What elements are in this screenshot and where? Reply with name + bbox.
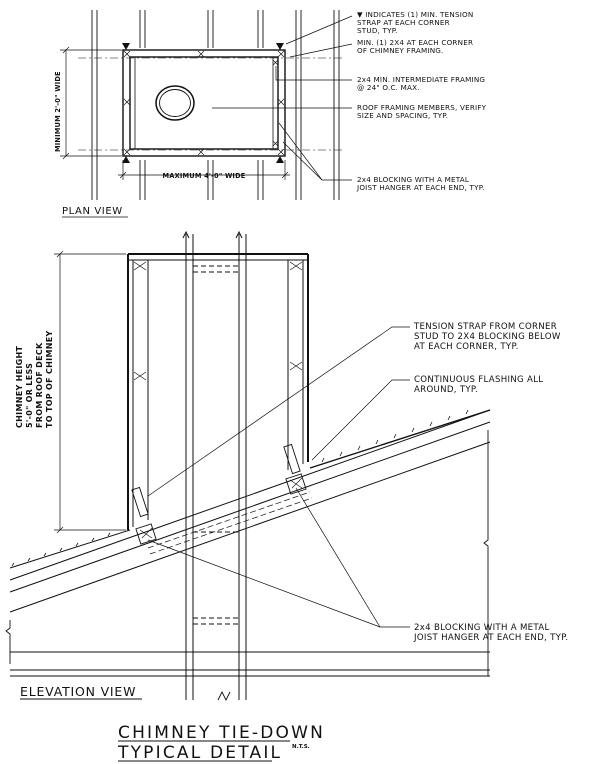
chimney-framing-outline (122, 49, 286, 157)
svg-text:STUD TO 2X4 BLOCKING BELOW: STUD TO 2X4 BLOCKING BELOW (414, 332, 561, 342)
ceiling-joists (10, 651, 490, 677)
elevation-dim-height-line3: FROM ROOF DECK (35, 342, 44, 428)
elevation-note-flashing: CONTINUOUS FLASHING ALL AROUND, TYP. (414, 375, 543, 395)
svg-text:@ 24" O.C. MAX.: @ 24" O.C. MAX. (357, 83, 420, 92)
plan-note-corner-2x4: MIN. (1) 2X4 AT EACH CORNER OF CHIMNEY F… (357, 38, 473, 55)
svg-text:TENSION STRAP FROM CORNER: TENSION STRAP FROM CORNER (413, 322, 557, 332)
svg-text:JOIST HANGER AT EACH END, TYP.: JOIST HANGER AT EACH END, TYP. (413, 633, 568, 643)
dimension-width (60, 46, 122, 160)
flue-pipe (182, 230, 247, 700)
plan-note-blocking: 2x4 BLOCKING WITH A METAL JOIST HANGER A… (356, 175, 485, 192)
plan-note-tension-strap: ▼ INDICATES (1) MIN. TENSION STRAP AT EA… (357, 10, 473, 35)
plan-dim-length-label: MAXIMUM 4'-0" WIDE (163, 172, 246, 180)
svg-text:AROUND, TYP.: AROUND, TYP. (414, 385, 478, 395)
svg-text:STUD, TYP.: STUD, TYP. (357, 26, 398, 35)
svg-text:ROOF FRAMING MEMBERS, VERIFY: ROOF FRAMING MEMBERS, VERIFY (357, 103, 487, 112)
elevation-note-blocking: 2x4 BLOCKING WITH A METAL JOIST HANGER A… (413, 623, 568, 643)
plan-view-label: PLAN VIEW (62, 206, 123, 217)
dimension-height (54, 250, 126, 534)
elevation-dim-height-line1: CHIMNEY HEIGHT (15, 345, 24, 428)
svg-text:AT EACH CORNER, TYP.: AT EACH CORNER, TYP. (414, 342, 519, 352)
flue-opening (155, 85, 195, 121)
roof-deck (9, 409, 491, 613)
plan-view (60, 10, 353, 200)
elevation-note-tension-strap: TENSION STRAP FROM CORNER STUD TO 2X4 BL… (413, 322, 561, 352)
plan-leaders (212, 15, 353, 181)
svg-text:JOIST HANGER AT EACH END, TYP.: JOIST HANGER AT EACH END, TYP. (356, 183, 485, 192)
roof-shingles (11, 409, 469, 567)
plan-dim-width-label: MINIMUM 2'-0" WIDE (54, 71, 62, 152)
detail-title-line2: TYPICAL DETAIL (117, 743, 282, 763)
blocking-hangers (131, 443, 307, 545)
roof-framing-members (91, 10, 340, 200)
svg-text:CONTINUOUS FLASHING ALL: CONTINUOUS FLASHING ALL (414, 375, 543, 385)
elevation-view-label: ELEVATION VIEW (20, 684, 136, 699)
svg-text:2x4 BLOCKING WITH A METAL: 2x4 BLOCKING WITH A METAL (414, 623, 550, 633)
svg-text:SIZE AND SPACING, TYP.: SIZE AND SPACING, TYP. (357, 111, 448, 120)
corner-studs (123, 50, 285, 156)
svg-text:2x4 MIN. INTERMEDIATE FRAMING: 2x4 MIN. INTERMEDIATE FRAMING (357, 75, 485, 84)
elevation-dim-height-line2: 5'-0" OR LESS (25, 363, 34, 428)
plan-note-roof-framing: ROOF FRAMING MEMBERS, VERIFY SIZE AND SP… (357, 103, 487, 120)
chimney-framing (127, 253, 309, 530)
svg-text:MIN. (1) 2X4 AT EACH CORNER: MIN. (1) 2X4 AT EACH CORNER (357, 38, 473, 47)
plan-note-intermediate-framing: 2x4 MIN. INTERMEDIATE FRAMING @ 24" O.C.… (357, 75, 485, 92)
svg-text:STRAP AT EACH CORNER: STRAP AT EACH CORNER (357, 18, 450, 27)
detail-title-line1: CHIMNEY TIE-DOWN (118, 723, 325, 743)
elevation-dim-height-line4: TO TOP OF CHIMNEY (45, 330, 54, 428)
break-lines (5, 430, 489, 702)
elevation-leaders (147, 326, 410, 628)
dimension-length (118, 160, 290, 180)
svg-text:OF CHIMNEY FRAMING.: OF CHIMNEY FRAMING. (357, 46, 444, 55)
tension-strap-markers (122, 43, 284, 163)
elevation-view (5, 230, 491, 702)
svg-text:▼ INDICATES (1) MIN. TENSION: ▼ INDICATES (1) MIN. TENSION (357, 10, 473, 19)
svg-text:2x4 BLOCKING WITH A METAL: 2x4 BLOCKING WITH A METAL (357, 175, 469, 184)
detail-scale-note: N.T.S. (292, 744, 310, 750)
